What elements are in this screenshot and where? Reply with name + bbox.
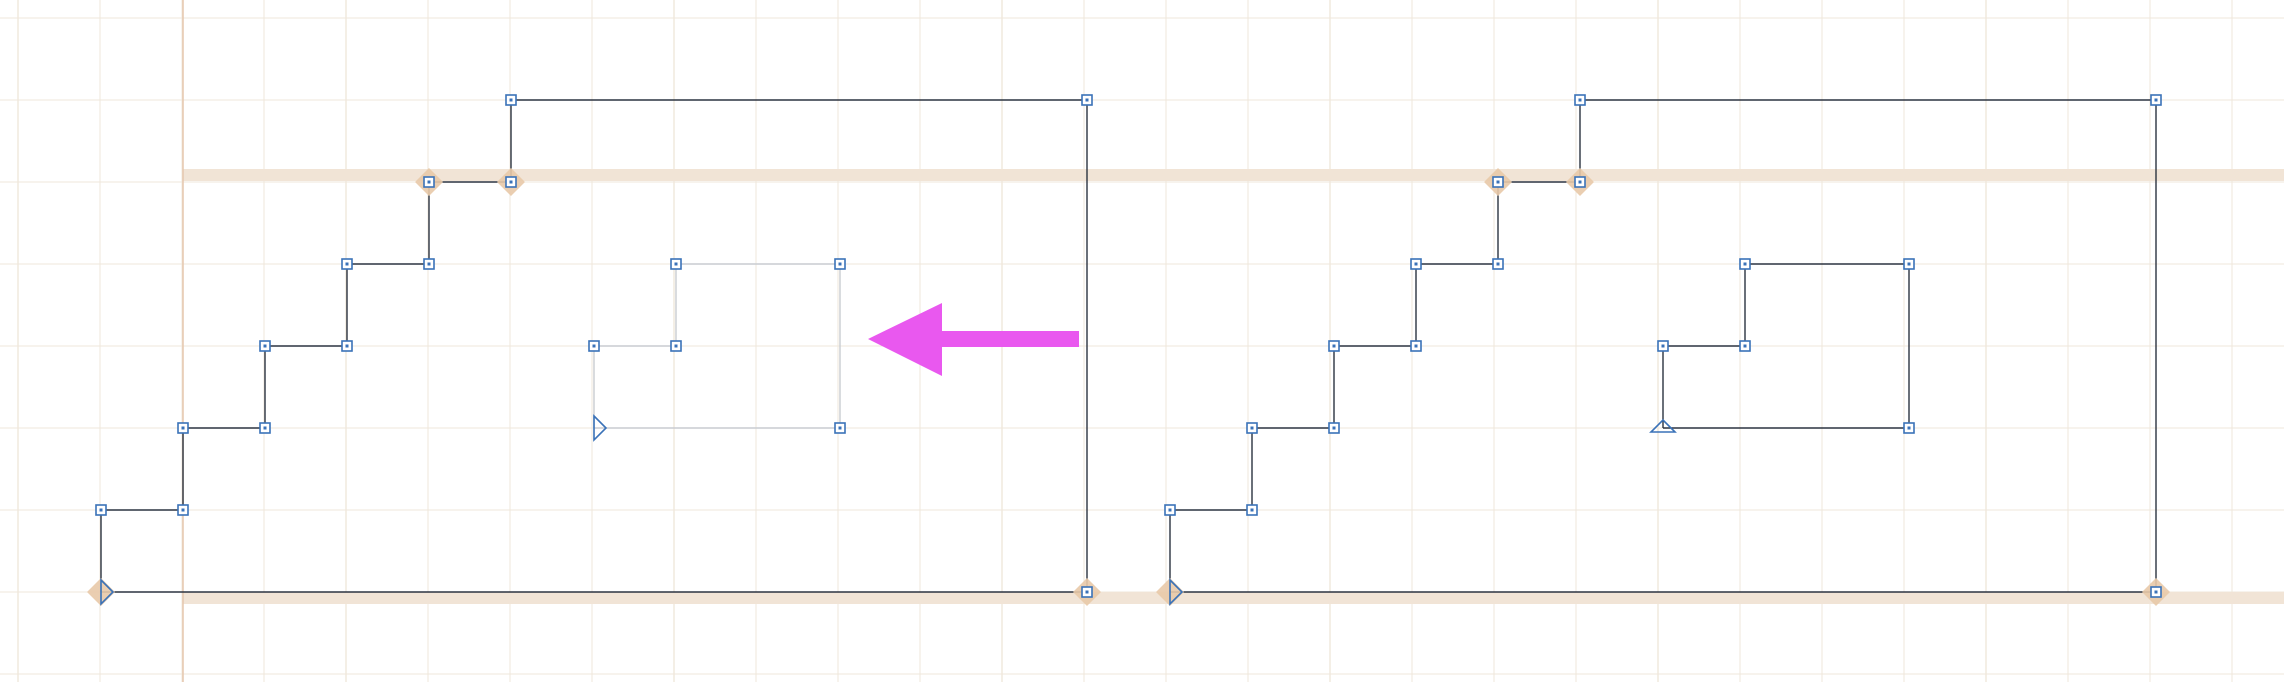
handle-center xyxy=(181,426,185,430)
handle-center xyxy=(1250,508,1254,512)
handle-center xyxy=(1332,344,1336,348)
handle-center xyxy=(1907,262,1911,266)
handle-center xyxy=(2154,590,2158,594)
handle-center xyxy=(509,98,513,102)
handle-center xyxy=(1661,344,1665,348)
handle-center xyxy=(263,344,267,348)
handle-center xyxy=(1168,508,1172,512)
handle-center xyxy=(838,262,842,266)
guide-band-bottom xyxy=(183,592,2284,604)
handle-center xyxy=(1250,426,1254,430)
handle-center xyxy=(509,180,513,184)
handle-center xyxy=(2154,98,2158,102)
handle-center xyxy=(181,508,185,512)
handle-center xyxy=(1414,344,1418,348)
handle-center xyxy=(1743,344,1747,348)
handle-center xyxy=(674,262,678,266)
handle-center xyxy=(1578,180,1582,184)
guide-band-top xyxy=(183,169,2284,181)
handle-center xyxy=(345,344,349,348)
handle-center xyxy=(1414,262,1418,266)
handle-center xyxy=(1496,262,1500,266)
handle-center xyxy=(99,508,103,512)
handle-center xyxy=(263,426,267,430)
handle-center xyxy=(1085,590,1089,594)
triangle-arrow-icon[interactable] xyxy=(1169,578,1184,606)
left-arrow-shape xyxy=(868,303,1079,376)
handle-center xyxy=(1743,262,1747,266)
handle-center xyxy=(1907,426,1911,430)
handle-center xyxy=(1496,180,1500,184)
snap-markers xyxy=(87,168,2170,606)
waypoint-handles xyxy=(95,94,2162,606)
left-arrow-icon xyxy=(868,303,1079,376)
handle-center xyxy=(592,344,596,348)
handle-center xyxy=(838,426,842,430)
handle-center xyxy=(674,344,678,348)
handle-center xyxy=(345,262,349,266)
handle-center xyxy=(427,262,431,266)
triangle-arrow-icon[interactable] xyxy=(593,414,608,442)
triangle-arrow-icon[interactable] xyxy=(100,578,115,606)
handle-center xyxy=(1085,98,1089,102)
handle-center xyxy=(427,180,431,184)
handle-center xyxy=(1332,426,1336,430)
triangle-arrow-icon[interactable] xyxy=(1649,418,1677,433)
alignment-guides xyxy=(182,0,2284,682)
handle-center xyxy=(1578,98,1582,102)
